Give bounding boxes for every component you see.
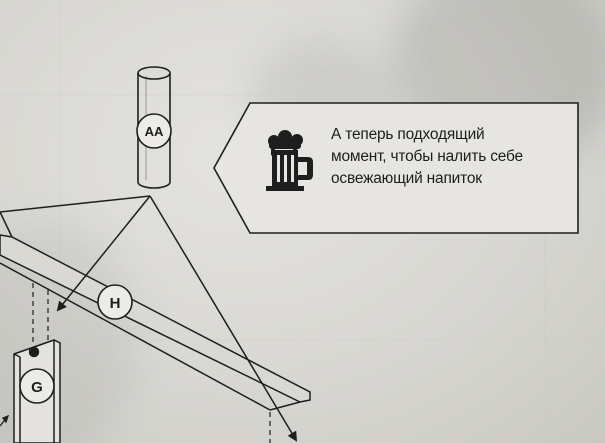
alignment-guides: [32, 283, 271, 443]
callout-line: А теперь подходящий: [331, 126, 485, 143]
callout-box: [213, 102, 579, 234]
part-label-g: G: [19, 368, 55, 404]
beer-mug-icon: [266, 130, 313, 191]
bracket-outline: [0, 195, 151, 238]
callout-line: освежающий напиток: [331, 170, 482, 187]
callout-line: момент, чтобы налить себе: [331, 148, 523, 165]
svg-text:H: H: [110, 295, 121, 312]
svg-text:AA: AA: [145, 124, 164, 139]
part-label-h: H: [97, 284, 133, 320]
bottom-left-arrow: [0, 414, 10, 427]
assembly-arrows: [56, 195, 298, 442]
svg-text:G: G: [31, 379, 43, 396]
part-label-aa: AA: [136, 113, 172, 149]
callout-text: А теперь подходящий момент, чтобы налить…: [331, 124, 571, 190]
